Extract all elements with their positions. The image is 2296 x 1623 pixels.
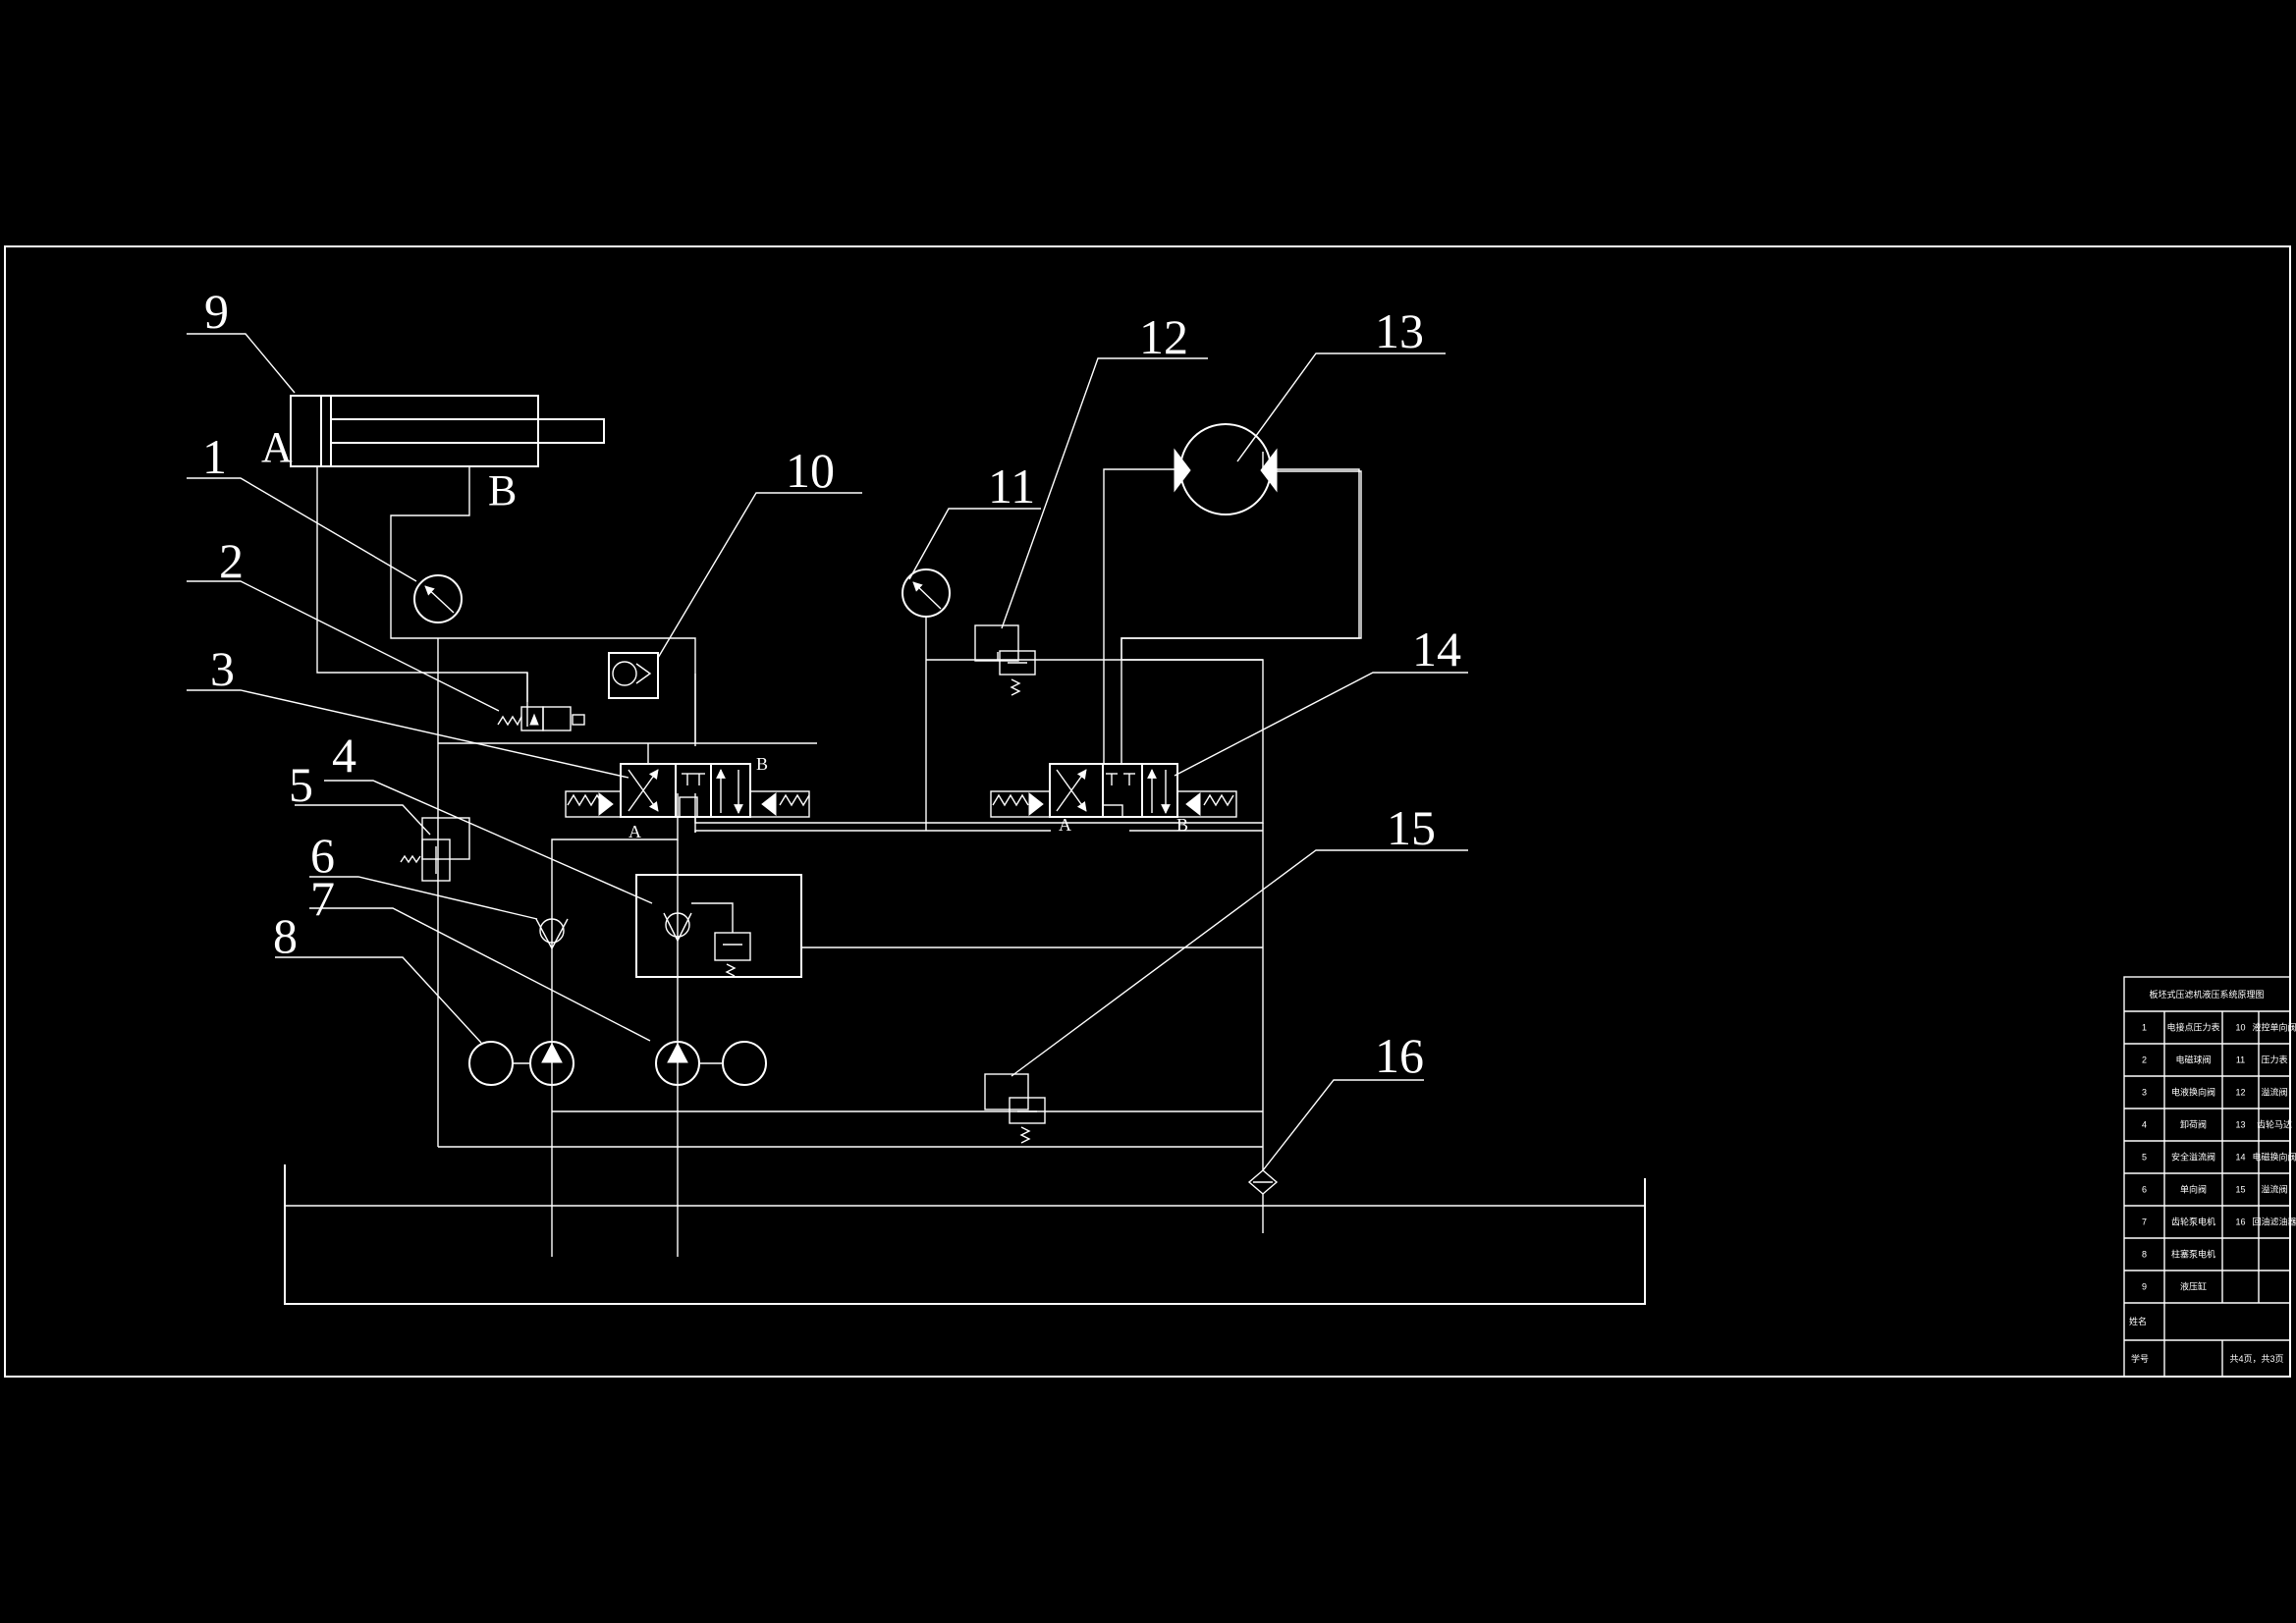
- callout-13: 13: [1375, 303, 1424, 358]
- title-block-id-label: 学号: [2131, 1353, 2149, 1364]
- right-circuit-piping: [694, 468, 1360, 833]
- relief-valve-12: [974, 624, 1036, 696]
- title-block-cell: 7: [2142, 1217, 2147, 1227]
- return-filter-16: [1247, 1169, 1279, 1195]
- title-block-cell: 12: [2235, 1088, 2245, 1098]
- callout-9: 9: [204, 284, 229, 339]
- title-block-cell: 单向阀: [2180, 1184, 2207, 1195]
- title-block-name-label: 姓名: [2129, 1316, 2147, 1326]
- title-block: 板坯式压滤机液压系统原理图 1 电接点压力表 10 液控单向阀 2 电磁球阀 11 压力表 3 电…: [2123, 976, 2296, 1378]
- pilot-check-valve-10: [608, 652, 659, 699]
- relief-valve-15: [984, 1073, 1046, 1144]
- title-block-cell: 16: [2235, 1217, 2245, 1227]
- valve-3-port-a: A: [629, 822, 641, 841]
- title-block-cell: 4: [2142, 1120, 2147, 1130]
- title-block-cell: 10: [2235, 1023, 2245, 1033]
- callout-5: 5: [289, 757, 313, 812]
- callout-4: 4: [332, 728, 356, 783]
- hydraulic-cylinder: [290, 395, 605, 467]
- title-block-cell: 压力表: [2261, 1055, 2287, 1065]
- title-block-cell: 5: [2142, 1153, 2147, 1163]
- title-block-cell: 1: [2142, 1023, 2147, 1033]
- title-block-cell: 齿轮马达: [2257, 1119, 2292, 1130]
- callout-12: 12: [1139, 309, 1188, 364]
- title-block-cell: 8: [2142, 1250, 2147, 1260]
- title-block-cell: 安全溢流阀: [2171, 1152, 2215, 1163]
- title-block-cell: 卸荷阀: [2180, 1119, 2207, 1130]
- callout-2: 2: [219, 533, 244, 588]
- title-block-cell: 电磁换向阀: [2252, 1152, 2296, 1163]
- title-block-cell: 14: [2235, 1153, 2245, 1163]
- title-block-cell: 电接点压力表: [2166, 1022, 2219, 1033]
- valve-3-port-b: B: [756, 754, 768, 774]
- cylinder-port-a: A: [261, 423, 293, 471]
- callout-3: 3: [210, 641, 235, 696]
- title-block-cell: 6: [2142, 1185, 2147, 1195]
- title-block-cell: 13: [2235, 1120, 2245, 1130]
- title-block-cell: 11: [2236, 1055, 2245, 1065]
- valve-14-port-a: A: [1059, 815, 1071, 835]
- directional-valve-3: [565, 763, 810, 833]
- title-block-title: 板坯式压滤机液压系统原理图: [2149, 989, 2264, 1000]
- cylinder-port-b: B: [488, 466, 517, 514]
- title-block-cell: 柱塞泵电机: [2171, 1249, 2215, 1260]
- oil-tank: [284, 1164, 1646, 1305]
- title-block-cell: 齿轮泵电机: [2171, 1217, 2215, 1227]
- title-block-cell: 电磁球阀: [2175, 1055, 2211, 1065]
- callout-7: 7: [310, 871, 335, 926]
- left-circuit-piping: [316, 452, 1362, 1257]
- drawing-frame: [4, 245, 2291, 1378]
- callout-1: 1: [202, 429, 227, 484]
- pressure-gauge-11: [902, 568, 951, 831]
- title-block-cell: 回油滤油器: [2252, 1217, 2296, 1227]
- title-block-cell: 15: [2235, 1185, 2245, 1195]
- unloading-valve-4: [635, 874, 802, 978]
- title-block-cell: 液控单向阀: [2252, 1022, 2296, 1033]
- callout-8: 8: [273, 908, 298, 963]
- solenoid-ball-valve-2: [497, 706, 585, 731]
- pump-and-motors: [468, 1041, 767, 1086]
- safety-relief-valve-5: [400, 817, 470, 882]
- callout-6: 6: [310, 828, 335, 883]
- title-block-cell: 9: [2142, 1282, 2147, 1292]
- title-block-cell: 2: [2142, 1055, 2147, 1065]
- callout-10: 10: [786, 443, 835, 498]
- title-block-pages: 共4页，共3页: [2229, 1354, 2283, 1364]
- gear-motor-13: [1174, 423, 1278, 515]
- callout-16: 16: [1375, 1028, 1424, 1083]
- title-block-cell: 溢流阀: [2261, 1184, 2287, 1195]
- check-valve-6: [535, 918, 569, 950]
- leader-lines: [187, 333, 1468, 1171]
- title-block-cell: 电液换向阀: [2171, 1087, 2215, 1098]
- title-block-cell: 3: [2142, 1088, 2147, 1098]
- callout-15: 15: [1387, 800, 1436, 855]
- title-block-cell: 溢流阀: [2261, 1087, 2287, 1098]
- callout-11: 11: [988, 459, 1035, 514]
- solenoid-directional-valve-14: [990, 763, 1237, 818]
- callout-14: 14: [1412, 622, 1461, 676]
- title-block-cell: 液压缸: [2180, 1281, 2207, 1292]
- valve-14-port-b: B: [1176, 815, 1188, 835]
- pressure-gauge-1: [413, 574, 463, 623]
